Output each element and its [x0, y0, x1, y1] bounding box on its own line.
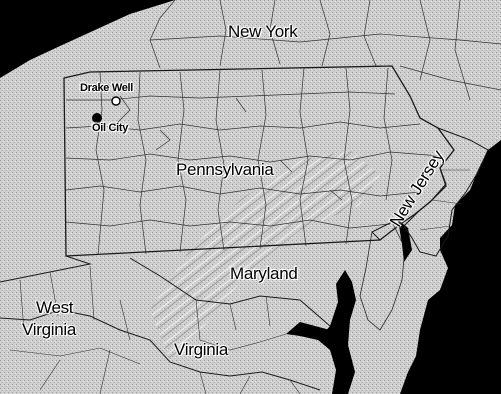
new-jersey-counties	[419, 169, 470, 231]
drake-well-marker	[111, 96, 121, 106]
state-label-west-virginia-line2: Virginia	[22, 320, 76, 339]
oil-city-marker	[92, 113, 102, 123]
state-label-pennsylvania: Pennsylvania	[176, 160, 274, 179]
state-label-virginia: Virginia	[174, 340, 228, 359]
place-label-oil-city: Oil City	[92, 122, 129, 134]
place-label-drake-well: Drake Well	[80, 82, 134, 94]
delmarva-peninsula	[359, 221, 406, 331]
state-label-west-virginia-line1: West	[36, 298, 74, 317]
chesapeake-bay	[318, 270, 356, 394]
state-label-maryland: Maryland	[230, 264, 298, 283]
potomac-river	[286, 322, 330, 340]
delaware-bay	[398, 220, 412, 262]
new-york-counties	[149, 0, 501, 101]
state-label-new-york: New York	[228, 22, 298, 41]
ridge-texture	[150, 150, 380, 360]
southern-counties	[9, 265, 301, 394]
new-jersey-boundary	[403, 126, 489, 257]
